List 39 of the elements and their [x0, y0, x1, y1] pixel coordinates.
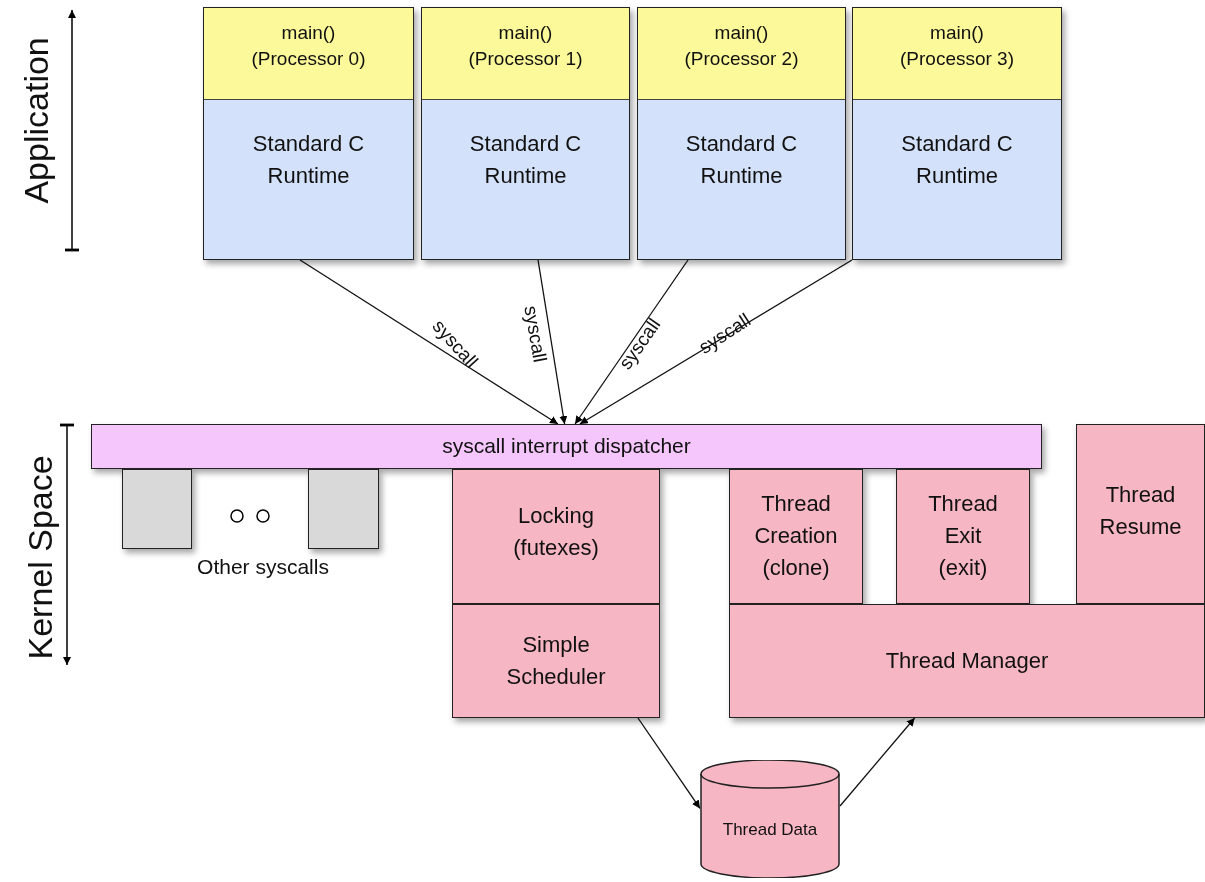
box-body: Standard C Runtime [853, 100, 1061, 259]
box-label: Thread Resume [1098, 481, 1183, 541]
dispatcher-bar [91, 424, 1042, 469]
box-heading: main() (Processor 0) [204, 8, 413, 100]
module-box [452, 604, 660, 718]
box-label: syscall interrupt dispatcher [441, 433, 692, 460]
box-label: Thread Exit (exit) [927, 490, 999, 582]
process-box [852, 7, 1062, 260]
arrow [537, 259, 568, 425]
arrow [637, 717, 701, 810]
arrow [299, 259, 559, 425]
box-heading: main() (Processor 3) [853, 8, 1061, 100]
edge-label: syscall [519, 303, 552, 366]
box-body: Standard C Runtime [204, 100, 413, 259]
syscall-box [122, 469, 192, 549]
arrow [839, 717, 916, 807]
module-box [896, 469, 1030, 604]
box-body: Standard C Runtime [422, 100, 629, 259]
module-box [452, 469, 660, 604]
box-label: Thread Creation (clone) [753, 490, 839, 582]
arrow [574, 259, 689, 425]
arrow [579, 259, 853, 425]
module-box [729, 469, 863, 604]
box-body: Standard C Runtime [638, 100, 845, 259]
box-label: Locking (futexes) [512, 502, 600, 562]
layer-label: Application [15, 35, 56, 206]
box-label: Simple Scheduler [505, 631, 607, 691]
box-label: Thread Manager [884, 647, 1050, 676]
process-box [637, 7, 846, 260]
layer-label: Kernel Space [19, 453, 60, 662]
group-label: Other syscalls [196, 554, 330, 580]
module-box [1076, 424, 1205, 604]
syscall-box [308, 469, 379, 549]
process-box [203, 7, 414, 260]
module-box [729, 604, 1205, 718]
box-heading: main() (Processor 2) [638, 8, 845, 100]
process-box [421, 7, 630, 260]
cylinder-label: Thread Data [721, 820, 819, 840]
box-heading: main() (Processor 1) [422, 8, 629, 100]
